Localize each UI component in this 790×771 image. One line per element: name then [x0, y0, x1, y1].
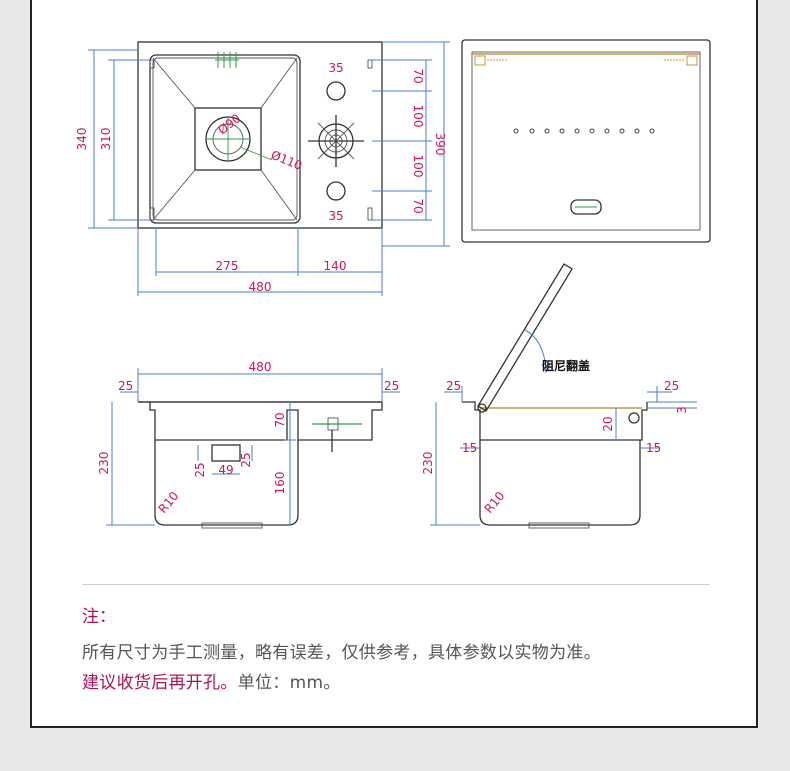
dim-front-flange-right: 25 — [384, 379, 399, 393]
dim-side-radius: R10 — [482, 489, 508, 516]
dim-width-140: 140 — [324, 259, 347, 273]
dim-front-flange-left: 25 — [118, 379, 133, 393]
side-section: 阻尼翻盖 25 25 3 20 15 15 230 R10 — [421, 263, 697, 529]
overflow-marks — [215, 52, 239, 68]
technical-drawing: 35 35 Ø90 Ø110 70 100 100 70 340 310 390… — [75, 39, 711, 529]
dim-hole-top: 35 — [328, 61, 343, 75]
top-view-basin — [149, 54, 301, 224]
dim-side-wall-right: 15 — [646, 441, 661, 455]
dim-width-275: 275 — [216, 259, 239, 273]
dim-front-480: 480 — [249, 360, 272, 374]
front-section: 480 25 25 230 70 160 25 49 25 R10 — [97, 360, 400, 529]
faucet-wheel — [308, 115, 364, 167]
dim-box-w: 49 — [218, 463, 233, 477]
lid-handle — [570, 199, 602, 215]
side-basin — [479, 440, 641, 526]
tap-hole-top — [326, 81, 346, 101]
top-view: 35 35 Ø90 Ø110 70 100 100 70 340 310 390… — [75, 41, 450, 296]
dim-side-thickness: 3 — [675, 406, 689, 414]
dim-height-310: 310 — [99, 128, 113, 151]
top-view-basin-inner — [152, 57, 298, 221]
dim-side-gap: 20 — [601, 416, 615, 431]
tap-hole-bottom — [326, 181, 346, 201]
dim-side-230: 230 — [421, 452, 435, 475]
dim-box-h1: 25 — [193, 462, 207, 477]
front-overflow-box — [211, 444, 241, 462]
dim-side-flange-left: 25 — [446, 379, 461, 393]
lid-label: 阻尼翻盖 — [542, 358, 590, 373]
dim-right-3: 100 — [411, 155, 425, 178]
dim-hole-bottom: 35 — [328, 209, 343, 223]
damping-lid — [477, 263, 573, 412]
note-title: 注： — [82, 607, 116, 627]
note-unit: 单位：mm。 — [237, 673, 341, 693]
dim-width-480: 480 — [249, 280, 272, 294]
note-highlight: 建议收货后再开孔。 — [82, 673, 238, 693]
dim-right-2: 100 — [411, 105, 425, 128]
dim-side-wall-left: 15 — [462, 441, 477, 455]
dim-height-390: 390 — [433, 133, 447, 156]
top-view-drain-box — [194, 107, 262, 171]
note-divider — [82, 584, 710, 585]
dim-right-1: 70 — [411, 68, 425, 83]
top-view-outer-frame — [137, 41, 383, 229]
lid-panel — [471, 51, 701, 231]
dim-drain-outer: Ø110 — [269, 148, 304, 173]
lid-outer-frame — [461, 39, 711, 243]
dim-front-70: 70 — [273, 412, 287, 427]
lid-vent-dots — [513, 128, 655, 134]
note-line-2: 建议收货后再开孔。单位：mm。 — [82, 668, 341, 693]
dim-height-340: 340 — [75, 128, 89, 151]
dim-front-160: 160 — [273, 472, 287, 495]
front-basin — [154, 440, 299, 526]
lid-view — [461, 39, 711, 243]
dim-right-4: 70 — [411, 198, 425, 213]
dim-front-radius: R10 — [156, 489, 182, 516]
note-line-1: 所有尺寸为手工测量，略有误差，仅供参考，具体参数以实物为准。 — [82, 643, 601, 663]
dim-side-flange-right: 25 — [664, 379, 679, 393]
dim-front-230: 230 — [97, 452, 111, 475]
dim-drain-inner: Ø90 — [215, 111, 243, 137]
spec-card: 35 35 Ø90 Ø110 70 100 100 70 340 310 390… — [30, 0, 758, 728]
dim-box-h2: 25 — [239, 452, 253, 467]
